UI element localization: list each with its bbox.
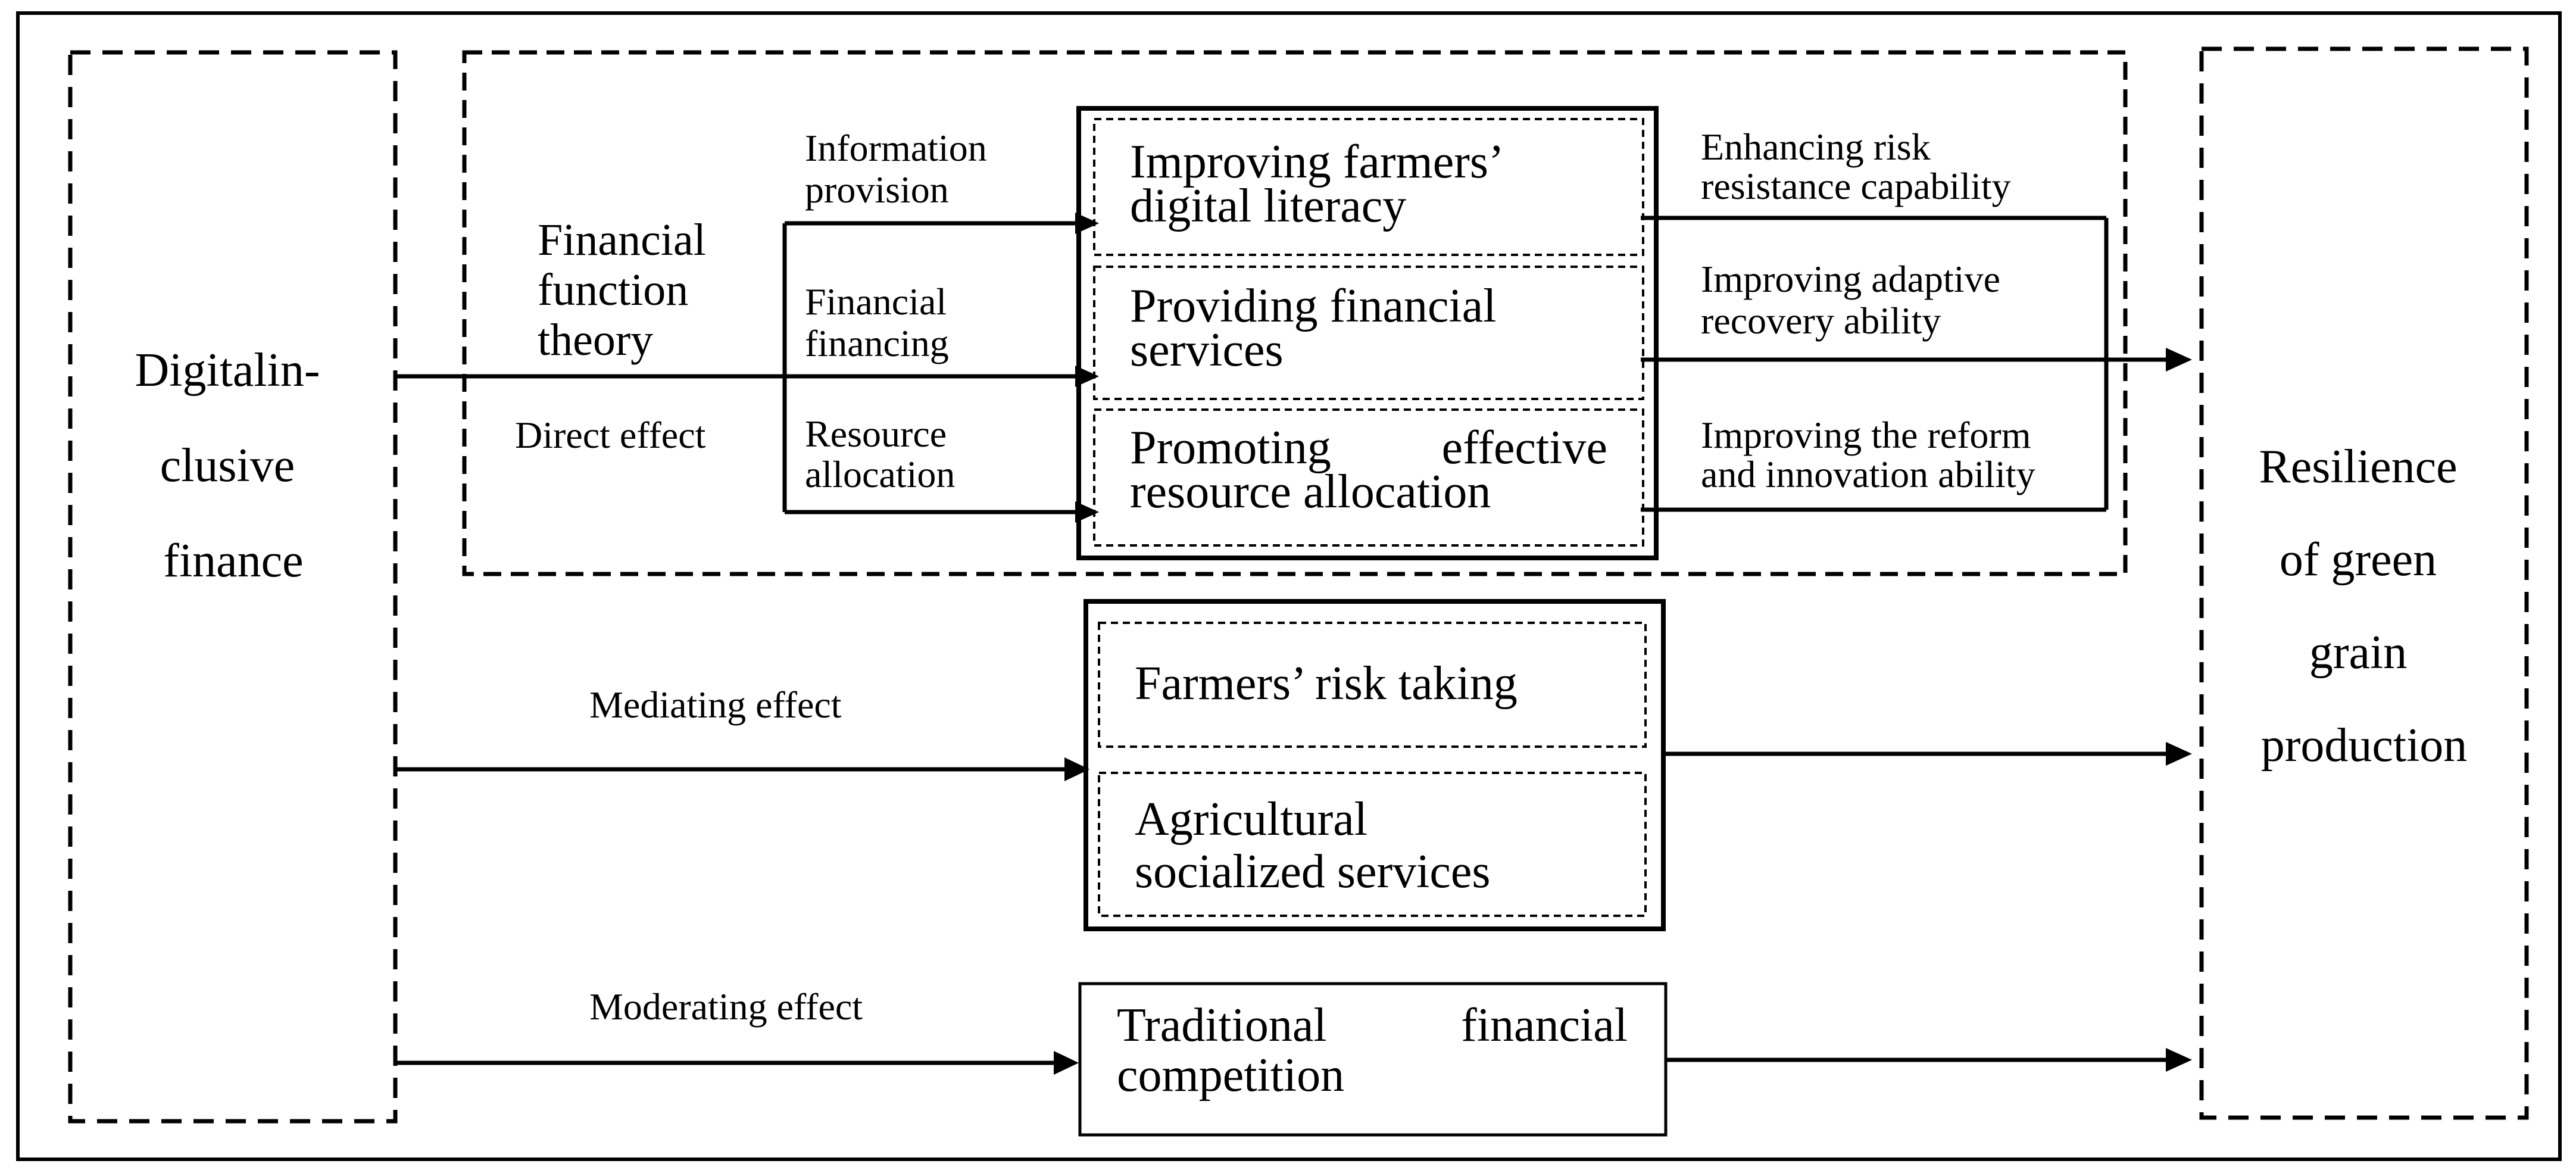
- outcome-resource-allocation-word-2: effective: [1442, 422, 1607, 474]
- digital-inclusive-finance-box: [68, 50, 398, 1124]
- outcome-digital-literacy-line-2: digital literacy: [1130, 180, 1406, 232]
- digital-inclusive-finance-line-1: Digitalin-: [135, 344, 320, 397]
- outcome-financial-services-line-1: Providing financial: [1130, 280, 1496, 332]
- svg-text:Improving farmers’ digital: Improving farmers’ digital literacy: [1130, 136, 1513, 232]
- outcome-financial-services-line-2: services: [1130, 324, 1284, 376]
- outcome-digital-literacy-line-1: Improving farmers’: [1130, 136, 1501, 188]
- financial-services-box: [1093, 266, 1644, 400]
- moderator-output-arrowhead: [2166, 1048, 2192, 1072]
- moderator-word-2: financial: [1461, 999, 1628, 1052]
- effect-reform-innovation-line-2: and innovation ability: [1701, 453, 2035, 495]
- resource-allocation-box: [1093, 408, 1644, 547]
- direct-effect-label: Direct effect: [515, 414, 706, 456]
- svg-text:Digitalin- clusive fin: Digitalin- clusive finance: [135, 344, 332, 587]
- svg-text:Improving adaptive recover: Improving adaptive recovery ability: [1701, 258, 2010, 342]
- mechanism-information-line-2: provision: [805, 169, 949, 211]
- resilience-line-1: Resilience: [2259, 441, 2457, 493]
- resilience-box: [2199, 46, 2529, 1120]
- outcomes-box: [1076, 106, 1659, 560]
- svg-text:Enhancing risk resistance: Enhancing risk resistance capability: [1701, 126, 2011, 207]
- effect-adaptive-recovery-line-1: Improving adaptive: [1701, 258, 2000, 300]
- svg-text:Agricultural socialized se: Agricultural socialized services: [1135, 793, 1491, 898]
- svg-text:Improving the reform and i: Improving the reform and innovation abil…: [1701, 414, 2041, 495]
- svg-text:Resilience of green gr: Resilience of green grain production: [2259, 441, 2469, 772]
- digital-inclusive-finance-line-2: clusive: [160, 439, 295, 492]
- mediator-socialized-services-line-2: socialized services: [1135, 846, 1491, 898]
- effect-adaptive-recovery-line-2: recovery ability: [1701, 300, 1941, 342]
- direct-effect-region: [462, 50, 2128, 576]
- effect-risk-resistance-line-1: Enhancing risk: [1701, 126, 1931, 168]
- mediators-output-arrowhead: [2166, 742, 2192, 766]
- svg-text:Financial function the: Financial function theory: [538, 215, 717, 365]
- mediating-effect-label: Mediating effect: [589, 684, 842, 726]
- mechanism-financing-line-1: Financial: [805, 280, 947, 323]
- theory-label-line-1: Financial: [538, 215, 706, 265]
- moderating-effect-arrowhead: [1054, 1051, 1079, 1075]
- svg-text:Financial financing: Financial financing: [805, 280, 956, 364]
- outcome-resource-allocation-line-2: resource allocation: [1130, 466, 1491, 518]
- mediators-box: [1084, 599, 1666, 931]
- mechanism-information-line-1: Information: [805, 127, 987, 169]
- mechanism-resource-line-2: allocation: [805, 453, 955, 495]
- resilience-line-3: grain: [2309, 626, 2407, 679]
- digital-inclusive-finance-line-3: finance: [163, 535, 303, 587]
- svg-text:Resource allocation: Resource allocation: [805, 413, 956, 495]
- resilience-line-4: production: [2261, 719, 2468, 772]
- risk-taking-box: [1098, 622, 1647, 748]
- mediating-effect-arrowhead: [1064, 757, 1089, 781]
- theory-label-line-3: theory: [538, 315, 653, 365]
- effect-risk-resistance-line-2: resistance capability: [1701, 165, 2011, 207]
- theory-label-line-2: function: [538, 265, 688, 315]
- svg-text:Information provision: Information provision: [805, 127, 997, 211]
- direct-effect-output-arrowhead: [2166, 348, 2192, 372]
- mechanism-resource-line-1: Resource: [805, 413, 947, 455]
- digital-literacy-box: [1093, 118, 1644, 256]
- outer-frame: [16, 11, 2562, 1161]
- resilience-line-2: of green: [2280, 534, 2437, 586]
- svg-text:Providing financial servic: Providing financial services: [1130, 280, 1508, 376]
- moderator-line-2: competition: [1117, 1049, 1344, 1102]
- moderating-effect-label: Moderating effect: [589, 985, 863, 1028]
- outcome-resource-allocation-word-1: Promoting: [1130, 422, 1331, 474]
- mediator-socialized-services-line-1: Agricultural: [1135, 793, 1367, 846]
- moderator-word-1: Traditional: [1117, 999, 1327, 1052]
- mediator-risk-taking: Farmers’ risk taking: [1135, 657, 1518, 710]
- effect-reform-innovation-line-1: Improving the reform: [1701, 414, 2031, 456]
- mechanism-financing-line-2: financing: [805, 322, 949, 364]
